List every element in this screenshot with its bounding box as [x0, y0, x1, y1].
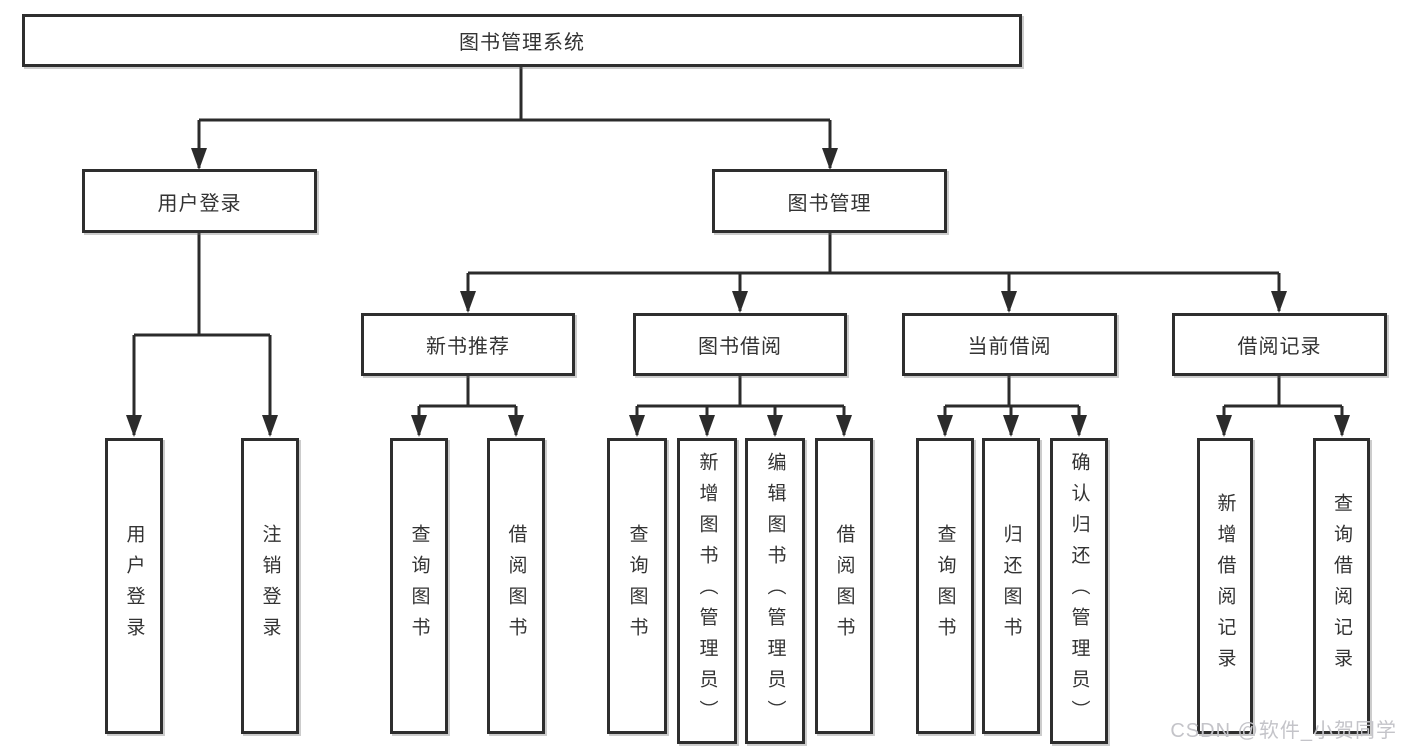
leaf-label: 新增图书（管理员）: [696, 451, 718, 731]
arrow-icon: [822, 148, 838, 170]
arrow-icon: [460, 291, 476, 313]
arrow-icon: [126, 415, 142, 437]
arrow-icon: [1334, 415, 1350, 437]
arrow-icon: [191, 148, 207, 170]
leaf-label: 借阅图书: [505, 524, 527, 648]
leaf-label: 编辑图书（管理员）: [764, 451, 786, 731]
node-new-book-recommendation: 新书推荐: [361, 313, 575, 376]
arrow-icon: [767, 415, 783, 437]
node-borrowing-records: 借阅记录: [1172, 313, 1387, 376]
arrow-icon: [1071, 415, 1087, 437]
leaf-label: 归还图书: [1000, 524, 1022, 648]
leaf-label: 确认归还（管理员）: [1068, 451, 1090, 731]
leaf-newbook-query-books: 查询图书: [390, 438, 448, 734]
leaf-label: 查询图书: [934, 524, 956, 648]
leaf-borrow-add-books-admin: 新增图书（管理员）: [677, 438, 737, 744]
leaf-records-query-record: 查询借阅记录: [1313, 438, 1370, 734]
leaf-logout: 注销登录: [241, 438, 299, 734]
node-current-borrowing: 当前借阅: [902, 313, 1117, 376]
leaf-label: 查询图书: [626, 524, 648, 648]
leaf-label: 新增借阅记录: [1214, 493, 1236, 679]
leaf-current-return-books: 归还图书: [982, 438, 1040, 734]
node-book-borrowing: 图书借阅: [633, 313, 847, 376]
connector-user-branch: [132, 233, 272, 435]
arrow-icon: [411, 415, 427, 437]
node-user-login: 用户登录: [82, 169, 317, 233]
arrow-icon: [1001, 291, 1017, 313]
arrow-icon: [1216, 415, 1232, 437]
arrow-icon: [262, 415, 278, 437]
arrow-icon: [508, 415, 524, 437]
arrow-icon: [836, 415, 852, 437]
arrow-icon: [699, 415, 715, 437]
leaf-label: 查询图书: [408, 524, 430, 648]
leaf-borrow-query-books: 查询图书: [607, 438, 667, 734]
connector-borrow: [635, 376, 846, 435]
arrow-icon: [1271, 291, 1287, 313]
leaf-records-add-record: 新增借阅记录: [1197, 438, 1253, 734]
leaf-user-login: 用户登录: [105, 438, 163, 734]
node-library-management-system: 图书管理系统: [22, 14, 1022, 67]
leaf-label: 用户登录: [123, 524, 145, 648]
leaf-current-confirm-return-admin: 确认归还（管理员）: [1050, 438, 1108, 744]
arrow-icon: [1003, 415, 1019, 437]
leaf-label: 查询借阅记录: [1331, 493, 1352, 679]
connector-newbook: [417, 376, 518, 435]
leaf-borrow-edit-books-admin: 编辑图书（管理员）: [745, 438, 805, 744]
leaf-label: 注销登录: [259, 524, 281, 648]
arrow-icon: [937, 415, 953, 437]
connector-book-branch: [466, 233, 1281, 311]
arrow-icon: [629, 415, 645, 437]
csdn-watermark: CSDN @软件_小贺同学: [1170, 720, 1397, 742]
connector-root: [197, 67, 832, 168]
node-book-management: 图书管理: [712, 169, 947, 233]
connector-records: [1222, 376, 1344, 435]
leaf-current-query-books: 查询图书: [916, 438, 974, 734]
leaf-label: 借阅图书: [833, 524, 855, 648]
arrow-icon: [732, 291, 748, 313]
leaf-newbook-borrow-books: 借阅图书: [487, 438, 545, 734]
leaf-borrow-borrow-books: 借阅图书: [815, 438, 873, 734]
